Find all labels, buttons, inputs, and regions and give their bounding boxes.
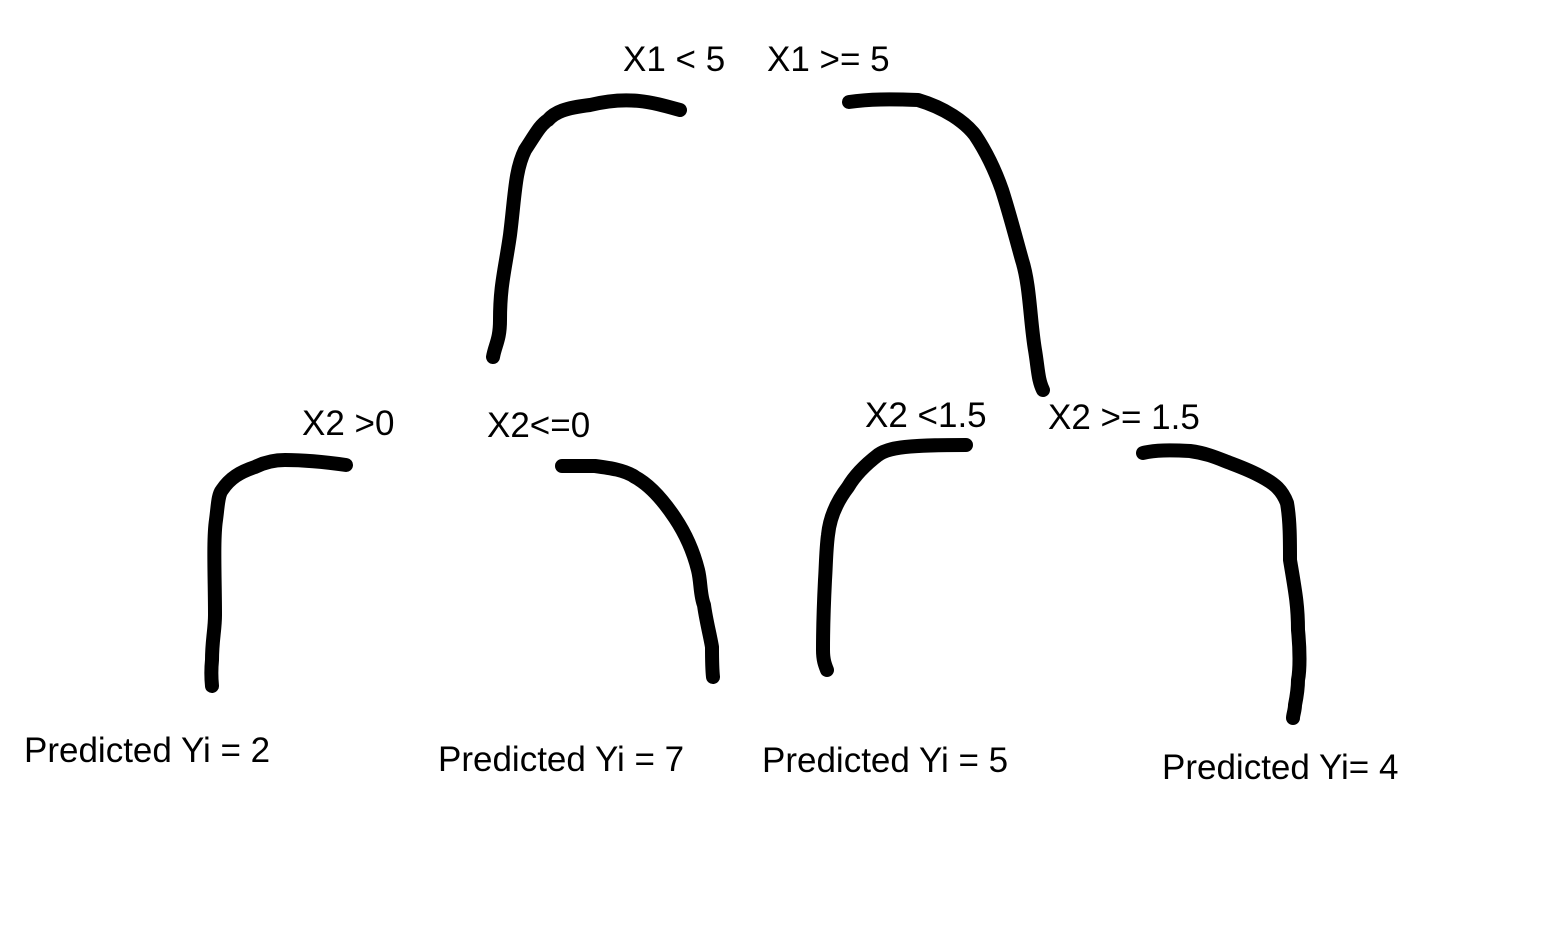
branch-root-left (486, 93, 687, 364)
branch-right-split-right (1136, 443, 1307, 725)
branch-root-right (842, 92, 1050, 397)
leaf-prediction-1: Predicted Yi = 2 (24, 731, 271, 770)
branch-right-split-left (816, 438, 973, 677)
branch-left-split-right (555, 459, 720, 684)
leaf-prediction-4: Predicted Yi= 4 (1162, 748, 1399, 787)
root-right-condition: X1 >= 5 (767, 40, 890, 79)
branch-left-split-left (204, 453, 353, 693)
root-left-condition: X1 < 5 (623, 40, 726, 79)
right-split-left-condition: X2 <1.5 (865, 396, 987, 435)
leaf-prediction-3: Predicted Yi = 5 (762, 741, 1009, 780)
leaf-prediction-2: Predicted Yi = 7 (438, 740, 685, 779)
left-split-right-condition: X2<=0 (487, 406, 591, 445)
right-split-right-condition: X2 >= 1.5 (1048, 398, 1200, 437)
left-split-left-condition: X2 >0 (302, 404, 395, 443)
